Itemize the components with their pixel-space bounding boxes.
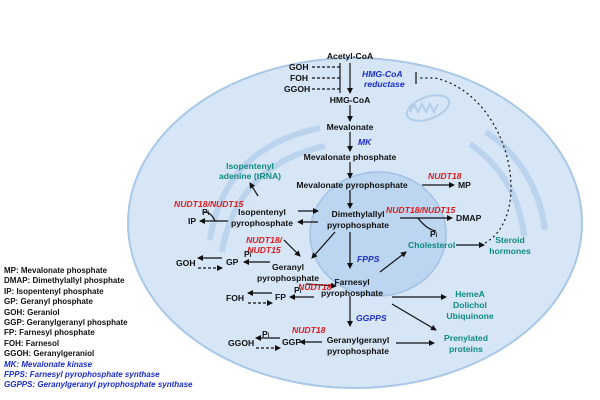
legend-enzyme-item: FPPS: Farnesyl pyrophosphate synthase [4, 370, 160, 380]
pi-ggp-label: Pi [262, 329, 270, 339]
hmg-coa-label: HMG-CoA [329, 95, 371, 105]
ggoh-bot-label: GGOH [228, 338, 255, 348]
hmgcr-enzyme-line1: HMG-CoA [362, 69, 403, 79]
legend-item: FP: Farnesyl phosphate [4, 328, 95, 338]
goh-mid-label: GOH [176, 258, 196, 268]
geranylgeranyl-pp-line2: pyrophosphate [326, 346, 390, 356]
nudt-dmap-label: NUDT18/NUDT15 [386, 205, 456, 215]
arrow-gpp-to-fpp [305, 282, 337, 289]
hmgcr-enzyme-line2: reductase [364, 79, 405, 89]
ggpps-enzyme: GGPPS [356, 313, 387, 323]
nudt-fp-label: NUDT18 [298, 282, 332, 292]
isopentenyl-adenine-line1: Isopentenyl [226, 161, 274, 171]
pi-fp-label: Pi [294, 285, 302, 295]
prenylated-line2: proteins [449, 344, 483, 354]
fp-label: FP [275, 292, 286, 302]
dimethylallyl-pp-line1: Dimethylallyl [331, 209, 385, 219]
nudt-gp-line2: NUDT15 [247, 245, 281, 255]
mevalonate-phosphate-label: Mevalonate phosphate [303, 152, 397, 162]
farnesyl-pp-line2: pyrophosphate [320, 288, 384, 298]
geranyl-pp-line2: pyrophosphate [256, 273, 320, 283]
steroid-hormones-line1: Steroid [495, 235, 525, 245]
ip-label: IP [188, 216, 197, 226]
ggoh-top-label: GGOH [284, 84, 311, 94]
steroid-hormones-line2: hormones [489, 246, 531, 256]
isopentenyl-adenine-line2: adenine (tRNA) [218, 171, 282, 181]
dimethylallyl-pp-line2: pyrophosphate [326, 220, 390, 230]
pi-gp-label: Pi [244, 249, 252, 259]
nudt-gp-line1: NUDT18/ [246, 235, 282, 245]
farnesyl-pp-line1: Farnesyl [334, 277, 370, 287]
legend-item: FOH: Farnesol [4, 338, 60, 348]
legend-item: MP: Mevalonate phosphate [4, 266, 108, 275]
legend-item: GOH: Geraniol [4, 307, 60, 317]
dmap-label: DMAP [456, 213, 482, 223]
legend-item: GGP: Geranylgeranyl phosphate [4, 318, 128, 328]
mp-label: MP [458, 180, 471, 190]
legend-enzyme-item: GGPPS: Geranylgeranyl pyrophosphate synt… [4, 380, 193, 390]
legend-item: GGOH: Geranylgeraniol [4, 349, 95, 359]
foh-top-label: FOH [290, 73, 309, 83]
heme-line1: HemeA [455, 289, 485, 299]
fpps-enzyme: FPPS [357, 254, 380, 264]
nudt-mp-label: NUDT18 [428, 171, 462, 181]
legend-item: DMAP: Dimethylallyl phosphate [4, 276, 125, 286]
er-folds [207, 125, 548, 253]
legend-enzyme-item: MK: Mevalonate kinase [4, 359, 93, 369]
isopentenyl-pp-line1: Isopentenyl [238, 207, 286, 217]
arrow-dmapp-to-gpp [311, 231, 336, 259]
isopentenyl-pp-line2: pyrophosphate [230, 218, 294, 228]
mk-enzyme: MK [358, 137, 372, 147]
heme-line3: Ubiquinone [446, 311, 494, 321]
pi-ip-label: Pi [202, 207, 210, 217]
arrow-ipp-to-adenine [249, 182, 259, 197]
arrow-fpp-to-prenylated [391, 303, 437, 331]
pi-dmap-label: Pi [430, 229, 438, 239]
legend-item: GP: Geranyl phosphate [4, 297, 93, 307]
goh-top-label: GOH [289, 62, 309, 72]
prenylated-line1: Prenylated [444, 333, 488, 343]
heme-line2: Dolichol [453, 300, 487, 310]
geranylgeranyl-pp-line1: Geranylgeranyl [326, 335, 390, 345]
acetyl-coa-label: Acetyl-CoA [326, 51, 374, 61]
nudt-ip-label: NUDT18/NUDT15 [174, 199, 244, 209]
mitochondrion [405, 94, 451, 122]
nudt-ggp-label: NUDT18 [292, 325, 326, 335]
arrow-fpp-to-cholesterol [379, 251, 407, 273]
gp-label: GP [226, 257, 239, 267]
foh-mid-label: FOH [226, 293, 245, 303]
abbreviation-legend: MP: Mevalonate phosphate DMAP: Dimethyla… [4, 266, 193, 391]
ggp-label: GGP [282, 337, 302, 347]
cholesterol-label: Cholesterol [408, 240, 456, 250]
mevalonate-pyrophosphate-label: Mevalonate pyrophosphate [296, 180, 408, 190]
mevalonate-label: Mevalonate [326, 122, 374, 132]
legend-item: IP: Isopentenyl phosphate [4, 286, 104, 296]
geranyl-pp-line1: Geranyl [271, 262, 305, 272]
nucleus [309, 171, 447, 297]
